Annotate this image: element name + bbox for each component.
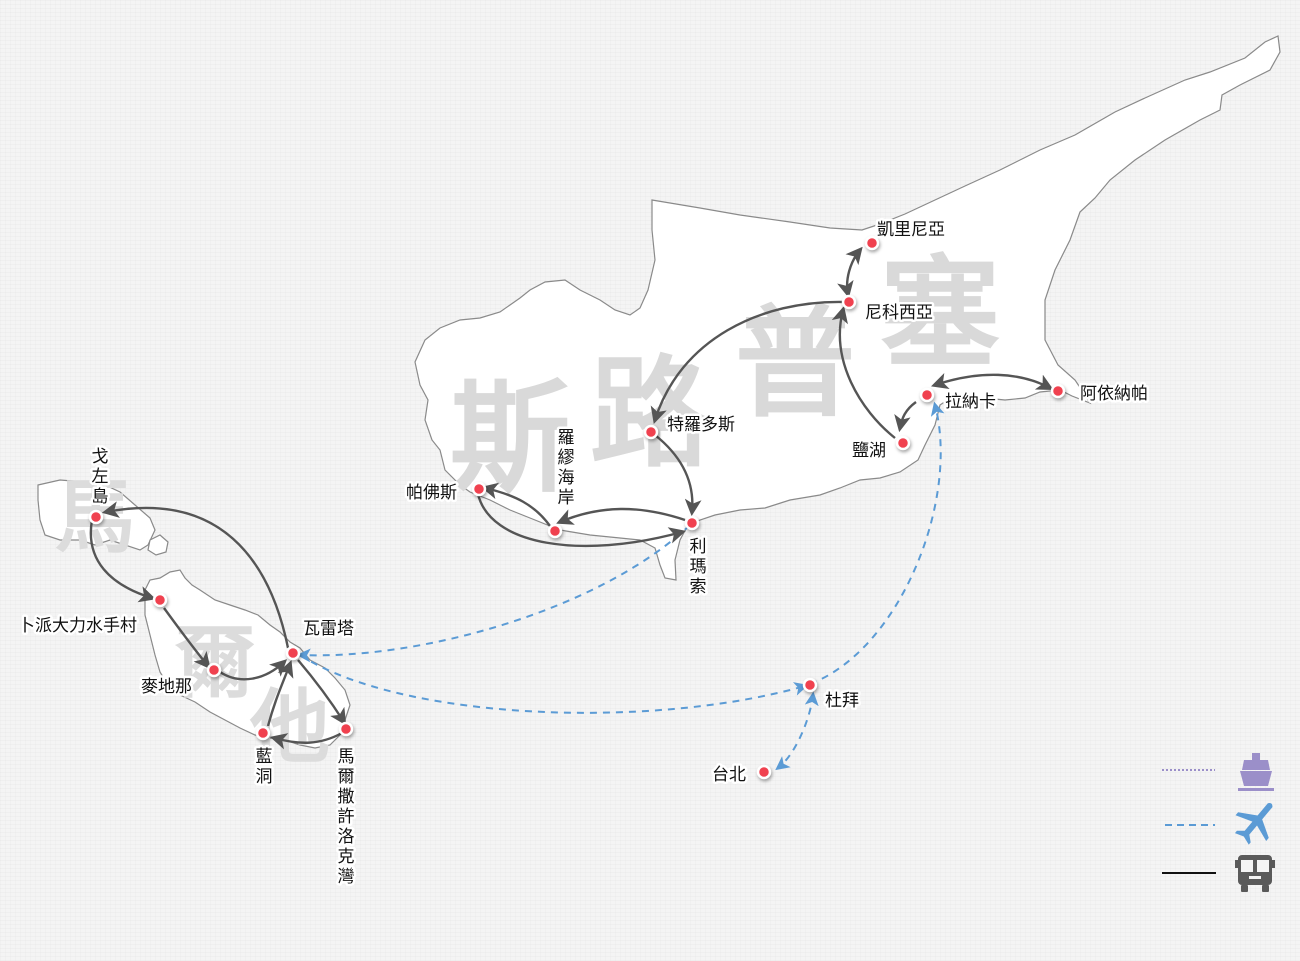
bus-icon (1235, 855, 1275, 892)
label-nicosia: 尼科西亞 (865, 303, 933, 323)
marker-limassol[interactable] (684, 515, 700, 531)
label-troodos: 特羅多斯 (667, 415, 735, 435)
marker-gozo[interactable] (88, 509, 104, 525)
airplane-icon (1234, 803, 1273, 845)
marker-marsaxlokk[interactable] (338, 721, 354, 737)
label-char: 岸 (558, 488, 575, 508)
bus-route-saltlake-nicosia (831, 305, 896, 439)
marker-valletta[interactable] (285, 645, 301, 661)
label-char: 撒 (338, 787, 355, 807)
bus-route-bluegrotto-valletta (266, 660, 294, 727)
label-char: 許 (338, 807, 355, 827)
label-char: 索 (690, 577, 707, 597)
marker-larnaca[interactable] (919, 387, 935, 403)
label-dubai: 杜拜 (825, 691, 859, 711)
legend-item-bus (1162, 855, 1275, 892)
label-kyrenia: 凱里尼亞 (877, 220, 945, 240)
label-blue-grotto: 藍洞 (253, 745, 275, 790)
flight-route-valletta-dubai (299, 654, 809, 714)
label-popeye: 卜派大力水手村 (18, 616, 137, 636)
label-char: 灣 (338, 867, 355, 887)
label-char: 繆 (558, 448, 575, 468)
bus-route-coast-paphos (480, 482, 551, 527)
bus-route-troodos-limassol (654, 434, 702, 517)
label-char: 爾 (338, 767, 355, 787)
label-gozo: 戈左島 (89, 445, 111, 510)
label-ayia-napa: 阿依納帕 (1080, 384, 1148, 404)
label-taipei: 台北 (712, 765, 746, 785)
label-char: 島 (92, 487, 109, 507)
flight-route-limassol-valletta (296, 524, 691, 663)
comino-island (147, 534, 169, 556)
watermark-char: 爾 (174, 616, 255, 709)
label-valletta: 瓦雷塔 (303, 619, 354, 639)
label-char: 羅 (558, 428, 575, 448)
label-mdina: 麥地那 (141, 677, 192, 697)
label-char: 海 (558, 468, 575, 488)
bus-route-larnaca-saltlake (894, 401, 917, 433)
marker-paphos[interactable] (471, 481, 487, 497)
marker-dubai[interactable] (802, 677, 818, 693)
bus-routes (89, 246, 1054, 750)
legend-item-flight (1165, 803, 1273, 845)
label-char: 瑪 (690, 557, 707, 577)
label-salt-lake: 鹽湖 (852, 441, 886, 461)
bus-route-larnaca-ayianapa (931, 373, 1054, 390)
bus-route-valletta-gozo (101, 501, 290, 649)
bus-route-paphos-limassol (476, 493, 687, 548)
marker-blue-grotto[interactable] (255, 725, 271, 741)
label-larnaca: 拉納卡 (945, 392, 996, 412)
marker-popeye[interactable] (152, 592, 168, 608)
watermark-char: 普 (735, 295, 855, 434)
label-char: 藍 (256, 747, 273, 767)
label-char: 洞 (256, 767, 273, 787)
malta-island (144, 569, 351, 749)
watermark-char: 斯 (450, 370, 570, 509)
label-char: 左 (92, 467, 109, 487)
marker-aphrodite-coast[interactable] (547, 523, 563, 539)
watermark-char: 路 (590, 345, 711, 484)
ship-icon (1238, 753, 1274, 791)
label-char: 洛 (338, 827, 355, 847)
flight-route-dubai-taipei (775, 691, 819, 771)
legend (1162, 753, 1275, 892)
flight-routes (296, 401, 945, 771)
marker-troodos[interactable] (643, 424, 659, 440)
label-limassol: 利瑪索 (687, 535, 709, 600)
watermark-char: 塞 (880, 245, 1000, 384)
flight-route-dubai-larnaca (809, 401, 945, 685)
label-paphos: 帕佛斯 (406, 483, 457, 503)
label-char: 利 (690, 537, 707, 557)
markers (88, 235, 1066, 780)
bus-route-marsaxlokk-bluegrotto (269, 731, 343, 750)
bus-route-kyrenia-nicosia (837, 246, 863, 299)
bus-route-valletta-marsaxlokk (297, 659, 347, 726)
bus-route-limassol-coast (556, 507, 686, 525)
marker-salt-lake[interactable] (895, 435, 911, 451)
marker-kyrenia[interactable] (864, 235, 880, 251)
label-char: 戈 (92, 447, 109, 467)
label-char: 馬 (338, 747, 355, 767)
bus-route-nicosia-troodos (650, 300, 846, 425)
marker-taipei[interactable] (756, 764, 772, 780)
bus-route-popeye-mdina (163, 607, 211, 670)
marker-nicosia[interactable] (841, 294, 857, 310)
marker-ayia-napa[interactable] (1050, 383, 1066, 399)
label-char: 克 (338, 847, 355, 867)
marker-mdina[interactable] (206, 662, 222, 678)
bus-route-gozo-popeye (89, 519, 157, 603)
legend-item-ship (1162, 753, 1274, 791)
